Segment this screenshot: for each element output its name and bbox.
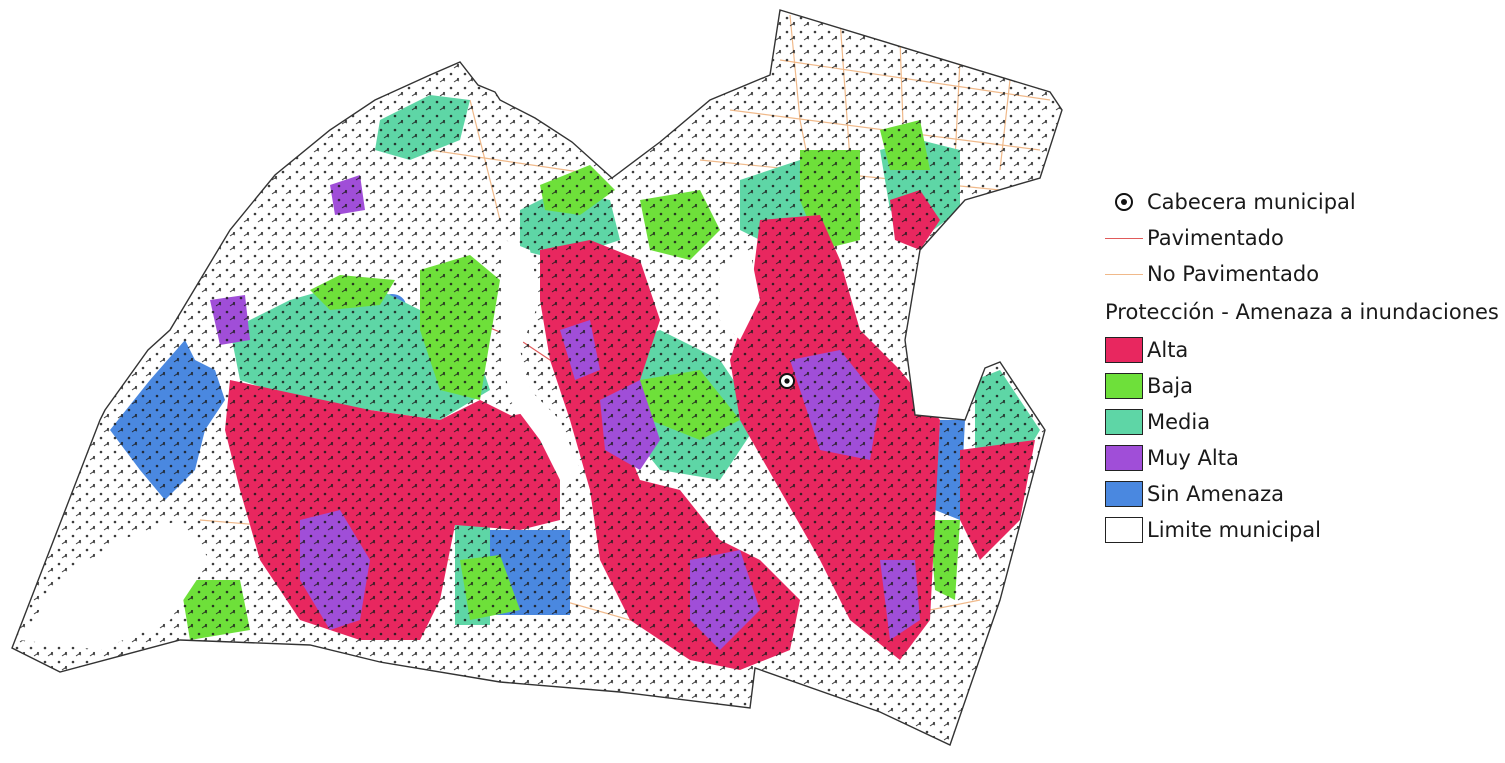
legend-swatch xyxy=(1105,517,1143,543)
flood-threat-map xyxy=(11,9,1063,746)
legend-label: Muy Alta xyxy=(1147,446,1239,470)
legend-item-cabecera: Cabecera municipal xyxy=(1105,184,1500,220)
legend-item-limite: Limite municipal xyxy=(1105,512,1500,548)
cabecera-municipal-marker xyxy=(779,373,795,389)
cabecera-point-icon xyxy=(1115,193,1133,211)
paved-line-icon xyxy=(1105,237,1143,239)
clearings xyxy=(20,240,760,650)
legend-swatch xyxy=(1105,337,1143,363)
legend-label: Cabecera municipal xyxy=(1147,190,1356,214)
legend-label: Baja xyxy=(1147,374,1193,398)
legend-item-media: Media xyxy=(1105,404,1500,440)
legend-threat-title: Protección - Amenaza a inundaciones xyxy=(1105,300,1499,324)
legend-swatch xyxy=(1105,445,1143,471)
map-legend: Cabecera municipal Pavimentado No Pavime… xyxy=(1105,184,1500,548)
unpaved-line-icon xyxy=(1105,273,1143,275)
legend-item-sin-amenaza: Sin Amenaza xyxy=(1105,476,1500,512)
legend-swatch xyxy=(1105,481,1143,507)
legend-item-baja: Baja xyxy=(1105,368,1500,404)
legend-swatch xyxy=(1105,409,1143,435)
legend-item-no-pavimentado: No Pavimentado xyxy=(1105,256,1500,292)
legend-item-muy-alta: Muy Alta xyxy=(1105,440,1500,476)
legend-item-alta: Alta xyxy=(1105,332,1500,368)
legend-item-pavimentado: Pavimentado xyxy=(1105,220,1500,256)
legend-label: Media xyxy=(1147,410,1211,434)
legend-label: Sin Amenaza xyxy=(1147,482,1284,506)
legend-label: Pavimentado xyxy=(1147,226,1284,250)
legend-swatch xyxy=(1105,373,1143,399)
municipal-boundary xyxy=(11,9,1063,746)
legend-label: No Pavimentado xyxy=(1147,262,1320,286)
legend-label: Alta xyxy=(1147,338,1189,362)
legend-label: Limite municipal xyxy=(1147,518,1321,542)
hatch-texture xyxy=(12,10,1062,745)
